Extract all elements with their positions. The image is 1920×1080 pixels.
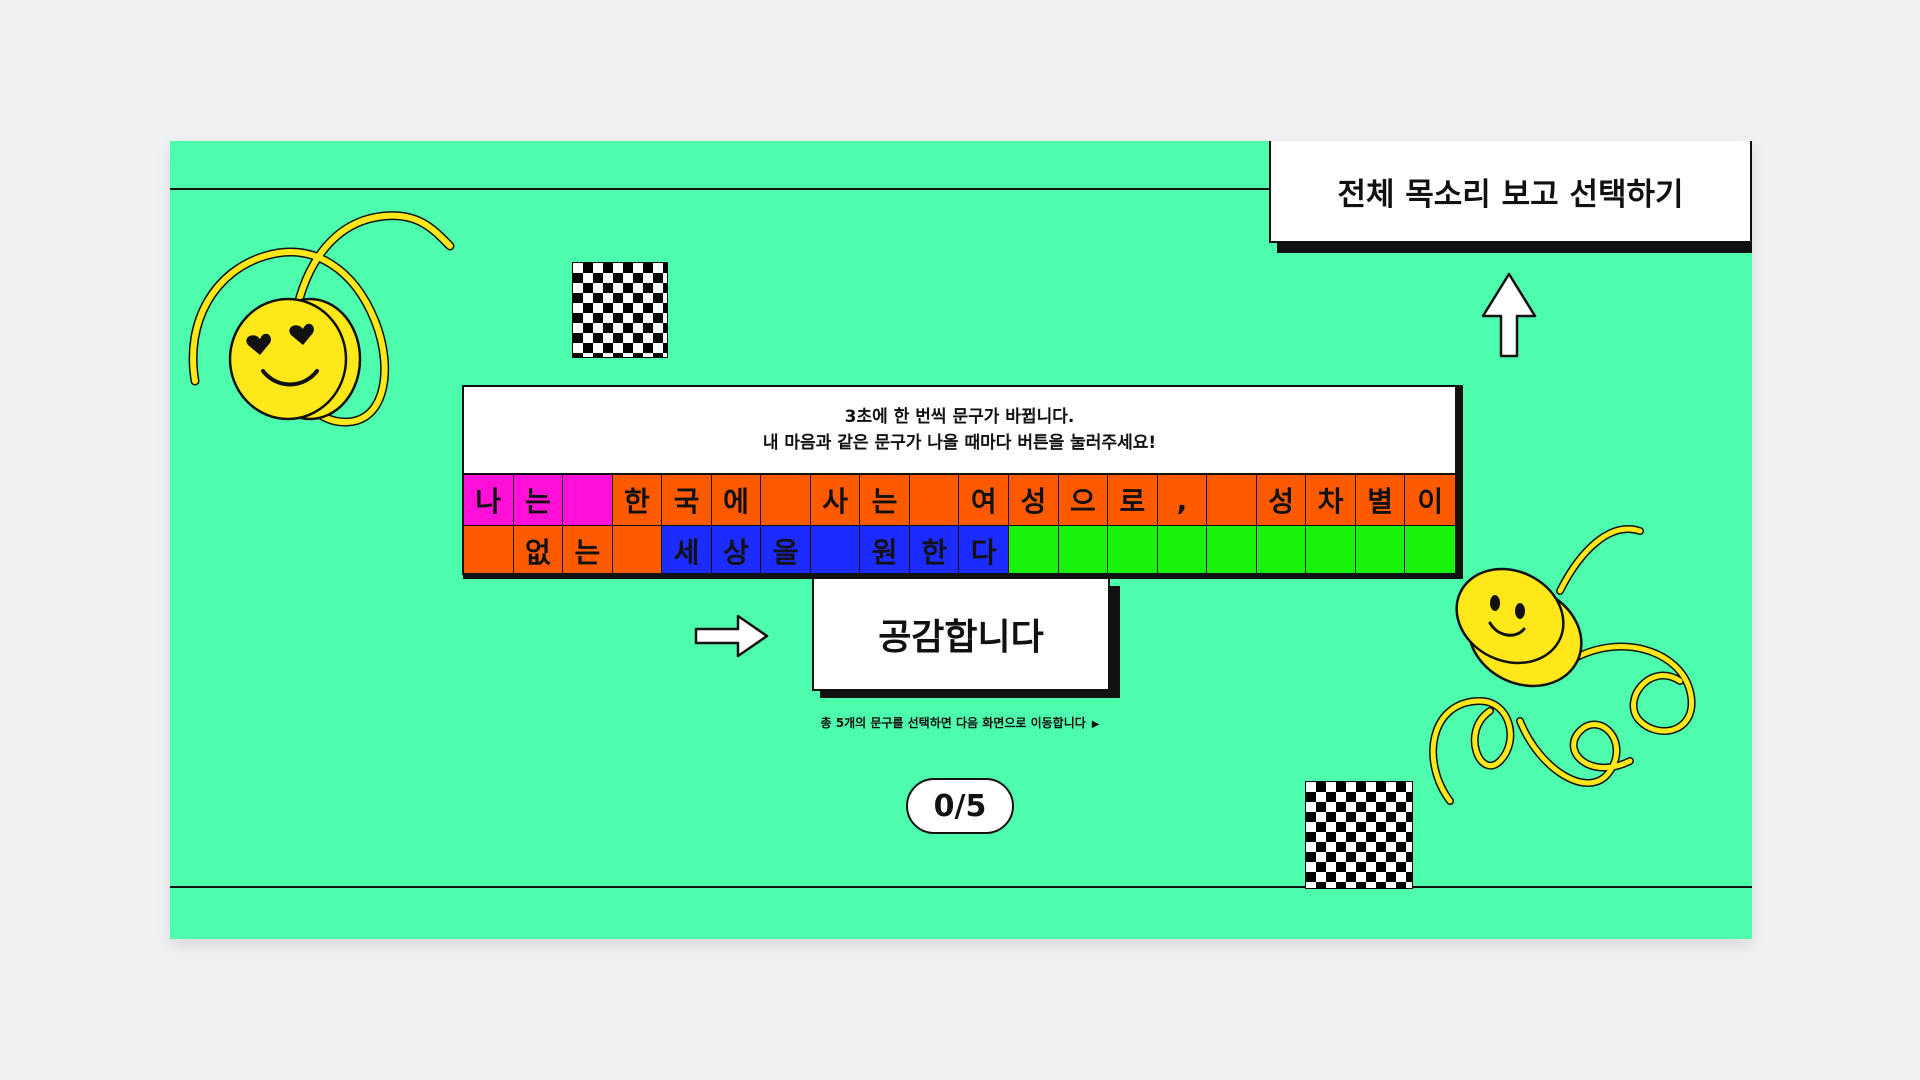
select-all-button[interactable]: 전체 목소리 보고 선택하기 (1269, 141, 1752, 243)
instruction-text: 3초에 한 번씩 문구가 바뀝니다. 내 마음과 같은 문구가 나올 때마다 버… (464, 387, 1455, 473)
hint-label: 총 5개의 문구를 선택하면 다음 화면으로 이동합니다 (820, 716, 1086, 730)
phrase-cell (1256, 526, 1307, 573)
phrase-cell: 을 (761, 526, 811, 573)
phrase-cell: 이 (1405, 475, 1455, 526)
phrase-cell: 원 (860, 526, 910, 573)
phrase-cell (810, 526, 861, 573)
phrase-cell (1207, 475, 1257, 526)
phrase-cell (1108, 526, 1158, 573)
phrase-cell (909, 475, 960, 526)
hint-text: 총 5개의 문구를 선택하면 다음 화면으로 이동합니다 ▶ (790, 714, 1130, 731)
phrase-cell: 한 (909, 526, 960, 573)
phrase-cell (1355, 526, 1406, 573)
phrase-cell: 세 (662, 526, 712, 573)
phrase-cell: 로 (1108, 475, 1158, 526)
phrase-cell (1157, 526, 1208, 573)
phrase-cell: 다 (959, 526, 1010, 573)
phrase-cell: 나 (464, 475, 514, 526)
arrow-up-icon (1481, 272, 1537, 358)
canvas-frame: 전체 목소리 보고 선택하기 (170, 141, 1752, 939)
phrase-cell: 없 (513, 526, 564, 573)
progress-counter: 0/5 (906, 778, 1014, 834)
checker-pattern (1305, 781, 1413, 889)
phrase-cell: 에 (711, 475, 762, 526)
phrase-cell (1306, 526, 1356, 573)
phrase-cell: 한 (612, 475, 663, 526)
phrase-cell (761, 475, 811, 526)
phrase-cell: 성 (1009, 475, 1059, 526)
phrase-cell: 으 (1058, 475, 1109, 526)
phrase-cell (563, 475, 613, 526)
arrow-right-icon (694, 614, 769, 658)
phrase-cell: 국 (662, 475, 712, 526)
phrase-cell: 사 (810, 475, 861, 526)
heart-eyes-smiley-icon (188, 211, 455, 427)
phrase-cell: 는 (563, 526, 613, 573)
phrase-cell: , (1157, 475, 1208, 526)
phrase-cell (1405, 526, 1455, 573)
phrase-cell (1058, 526, 1109, 573)
phrase-cell (612, 526, 663, 573)
phrase-cell: 여 (959, 475, 1010, 526)
instruction-card: 3초에 한 번씩 문구가 바뀝니다. 내 마음과 같은 문구가 나올 때마다 버… (462, 385, 1457, 575)
agree-button[interactable]: 공감합니다 (812, 579, 1110, 691)
instruction-line-2: 내 마음과 같은 문구가 나올 때마다 버튼을 눌러주세요! (762, 433, 1157, 453)
phrase-cell: 성 (1256, 475, 1307, 526)
phrase-cell (464, 526, 514, 573)
phrase-cell: 는 (860, 475, 910, 526)
phrase-cell: 상 (711, 526, 762, 573)
instruction-line-1: 3초에 한 번씩 문구가 바뀝니다. (844, 407, 1075, 427)
bottom-divider (170, 886, 1752, 888)
smiley-cylinder-icon (1429, 525, 1696, 805)
play-triangle-icon: ▶ (1091, 719, 1100, 730)
checker-pattern (572, 262, 668, 358)
phrase-cell (1207, 526, 1257, 573)
phrase-cell: 별 (1355, 475, 1406, 526)
phrase-cell: 차 (1306, 475, 1356, 526)
phrase-cell (1009, 526, 1059, 573)
top-divider (170, 188, 1270, 190)
phrase-cell: 는 (513, 475, 564, 526)
